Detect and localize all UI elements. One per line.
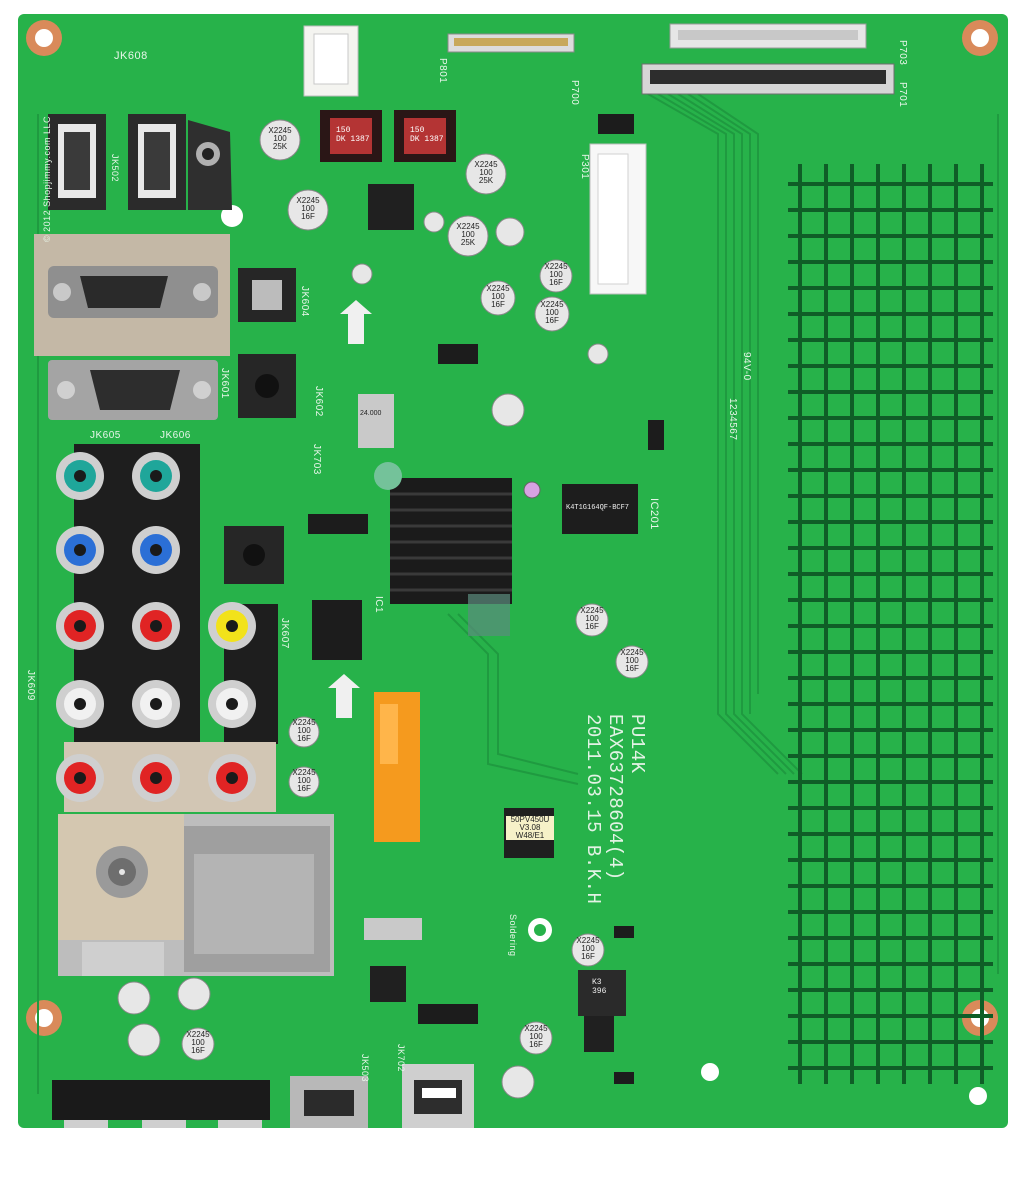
label-p701: P701	[897, 82, 908, 108]
ground-grid	[788, 164, 993, 1084]
rca-jack-hole-1	[74, 470, 86, 482]
rca-jack-hole-7	[226, 620, 238, 632]
cap-i-label: X2245 100 16F	[186, 1030, 210, 1055]
inductor-k3-label: K3 396	[592, 978, 607, 996]
label-jk703: JK703	[311, 444, 322, 475]
cap-d-label: X2245 100 25K	[456, 222, 480, 247]
label-ic201: IC201	[648, 498, 660, 530]
rca-jack-hole-9	[150, 698, 162, 710]
smd-parts	[308, 114, 664, 1084]
label-ic1: IC1	[373, 596, 384, 614]
cap-g-label: X2245 100 16F	[540, 300, 564, 325]
chips	[358, 184, 638, 1052]
tuner	[58, 814, 334, 976]
vga-port	[48, 360, 218, 420]
cap-m-label: X2245 100 16F	[620, 648, 644, 673]
bottom-connectors	[52, 1064, 474, 1128]
label-jk607: JK607	[279, 618, 290, 649]
rca-jack-hole-3	[74, 544, 86, 556]
cap-k-label: X2245 100 16F	[292, 718, 316, 743]
model-line-1: PU14K	[626, 714, 648, 774]
rca-jack-hole-2	[150, 470, 162, 482]
pcb-artwork	[26, 20, 999, 1128]
eeprom-label: 50PV450U V3.08 W48/E1	[506, 816, 554, 840]
hdmi-ports	[48, 114, 232, 210]
label-jk605: JK605	[90, 430, 121, 441]
model-line-2: EAX63728604(4)	[604, 714, 626, 881]
label-jk702: JK702	[396, 1044, 406, 1073]
stickers	[374, 462, 552, 942]
label-jk601: JK601	[219, 368, 230, 399]
model-line-3: 2011.03.15 B.K.H	[582, 714, 604, 905]
label-p801: P801	[437, 58, 448, 84]
top-connectors	[303, 23, 895, 295]
rca-jack-hole-5	[74, 620, 86, 632]
serial-port	[34, 234, 230, 356]
cap-j-label: X2245 100 16F	[524, 1024, 548, 1049]
cap-b-label: X2245 100 16F	[296, 196, 320, 221]
cap-f-label: X2245 100 16F	[486, 284, 510, 309]
label-p703: P703	[897, 40, 908, 66]
label-jk503: JK503	[360, 1054, 370, 1083]
rca-jack-hole-13	[226, 772, 238, 784]
cap-a-label: X2245 100 25K	[268, 126, 292, 151]
inductor-right-label: 150 DK 1387	[410, 126, 444, 144]
pcb-board: JK608 JK605 JK606 JK609 JK601 JK602 JK60…	[18, 14, 1008, 1128]
rca-jack-hole-8	[74, 698, 86, 710]
soldering-text: Soldering	[508, 914, 518, 957]
label-p700: P700	[569, 80, 580, 106]
rca-jack-hole-6	[150, 620, 162, 632]
label-jk609: JK609	[25, 670, 36, 701]
inductors	[320, 110, 626, 1016]
cap-n-label: X2245 100 16F	[580, 606, 604, 631]
crystal-label: 24.000	[360, 410, 382, 417]
audio-jacks	[224, 268, 296, 584]
label-jk608: JK608	[114, 50, 148, 62]
capacitors	[117, 119, 649, 1099]
ul-mark: 94V-0	[741, 352, 752, 381]
silk-arrows	[328, 300, 372, 718]
cap-c-label: X2245 100 25K	[474, 160, 498, 185]
ram-chip-label: K4T1G164QF-BCF7	[566, 504, 630, 512]
label-p301: P301	[579, 154, 590, 180]
rca-jack-hole-10	[226, 698, 238, 710]
lot-code: 1234567	[727, 398, 738, 441]
label-jk604: JK604	[299, 286, 310, 317]
rca-jacks	[56, 452, 256, 802]
label-jk602: JK602	[313, 386, 324, 417]
rca-jack-hole-12	[150, 772, 162, 784]
label-jk606: JK606	[160, 430, 191, 441]
copyright-text: © 2012 Shopjimmy.com LLC	[42, 115, 52, 242]
rca-jack-hole-11	[74, 772, 86, 784]
cap-l-label: X2245 100 16F	[292, 768, 316, 793]
rca-jack-hole-4	[150, 544, 162, 556]
cap-h-label: X2245 100 16F	[576, 936, 600, 961]
cap-e-label: X2245 100 16F	[544, 262, 568, 287]
label-jk502: JK502	[110, 154, 120, 183]
inductor-left-label: 150 DK 1387	[336, 126, 370, 144]
